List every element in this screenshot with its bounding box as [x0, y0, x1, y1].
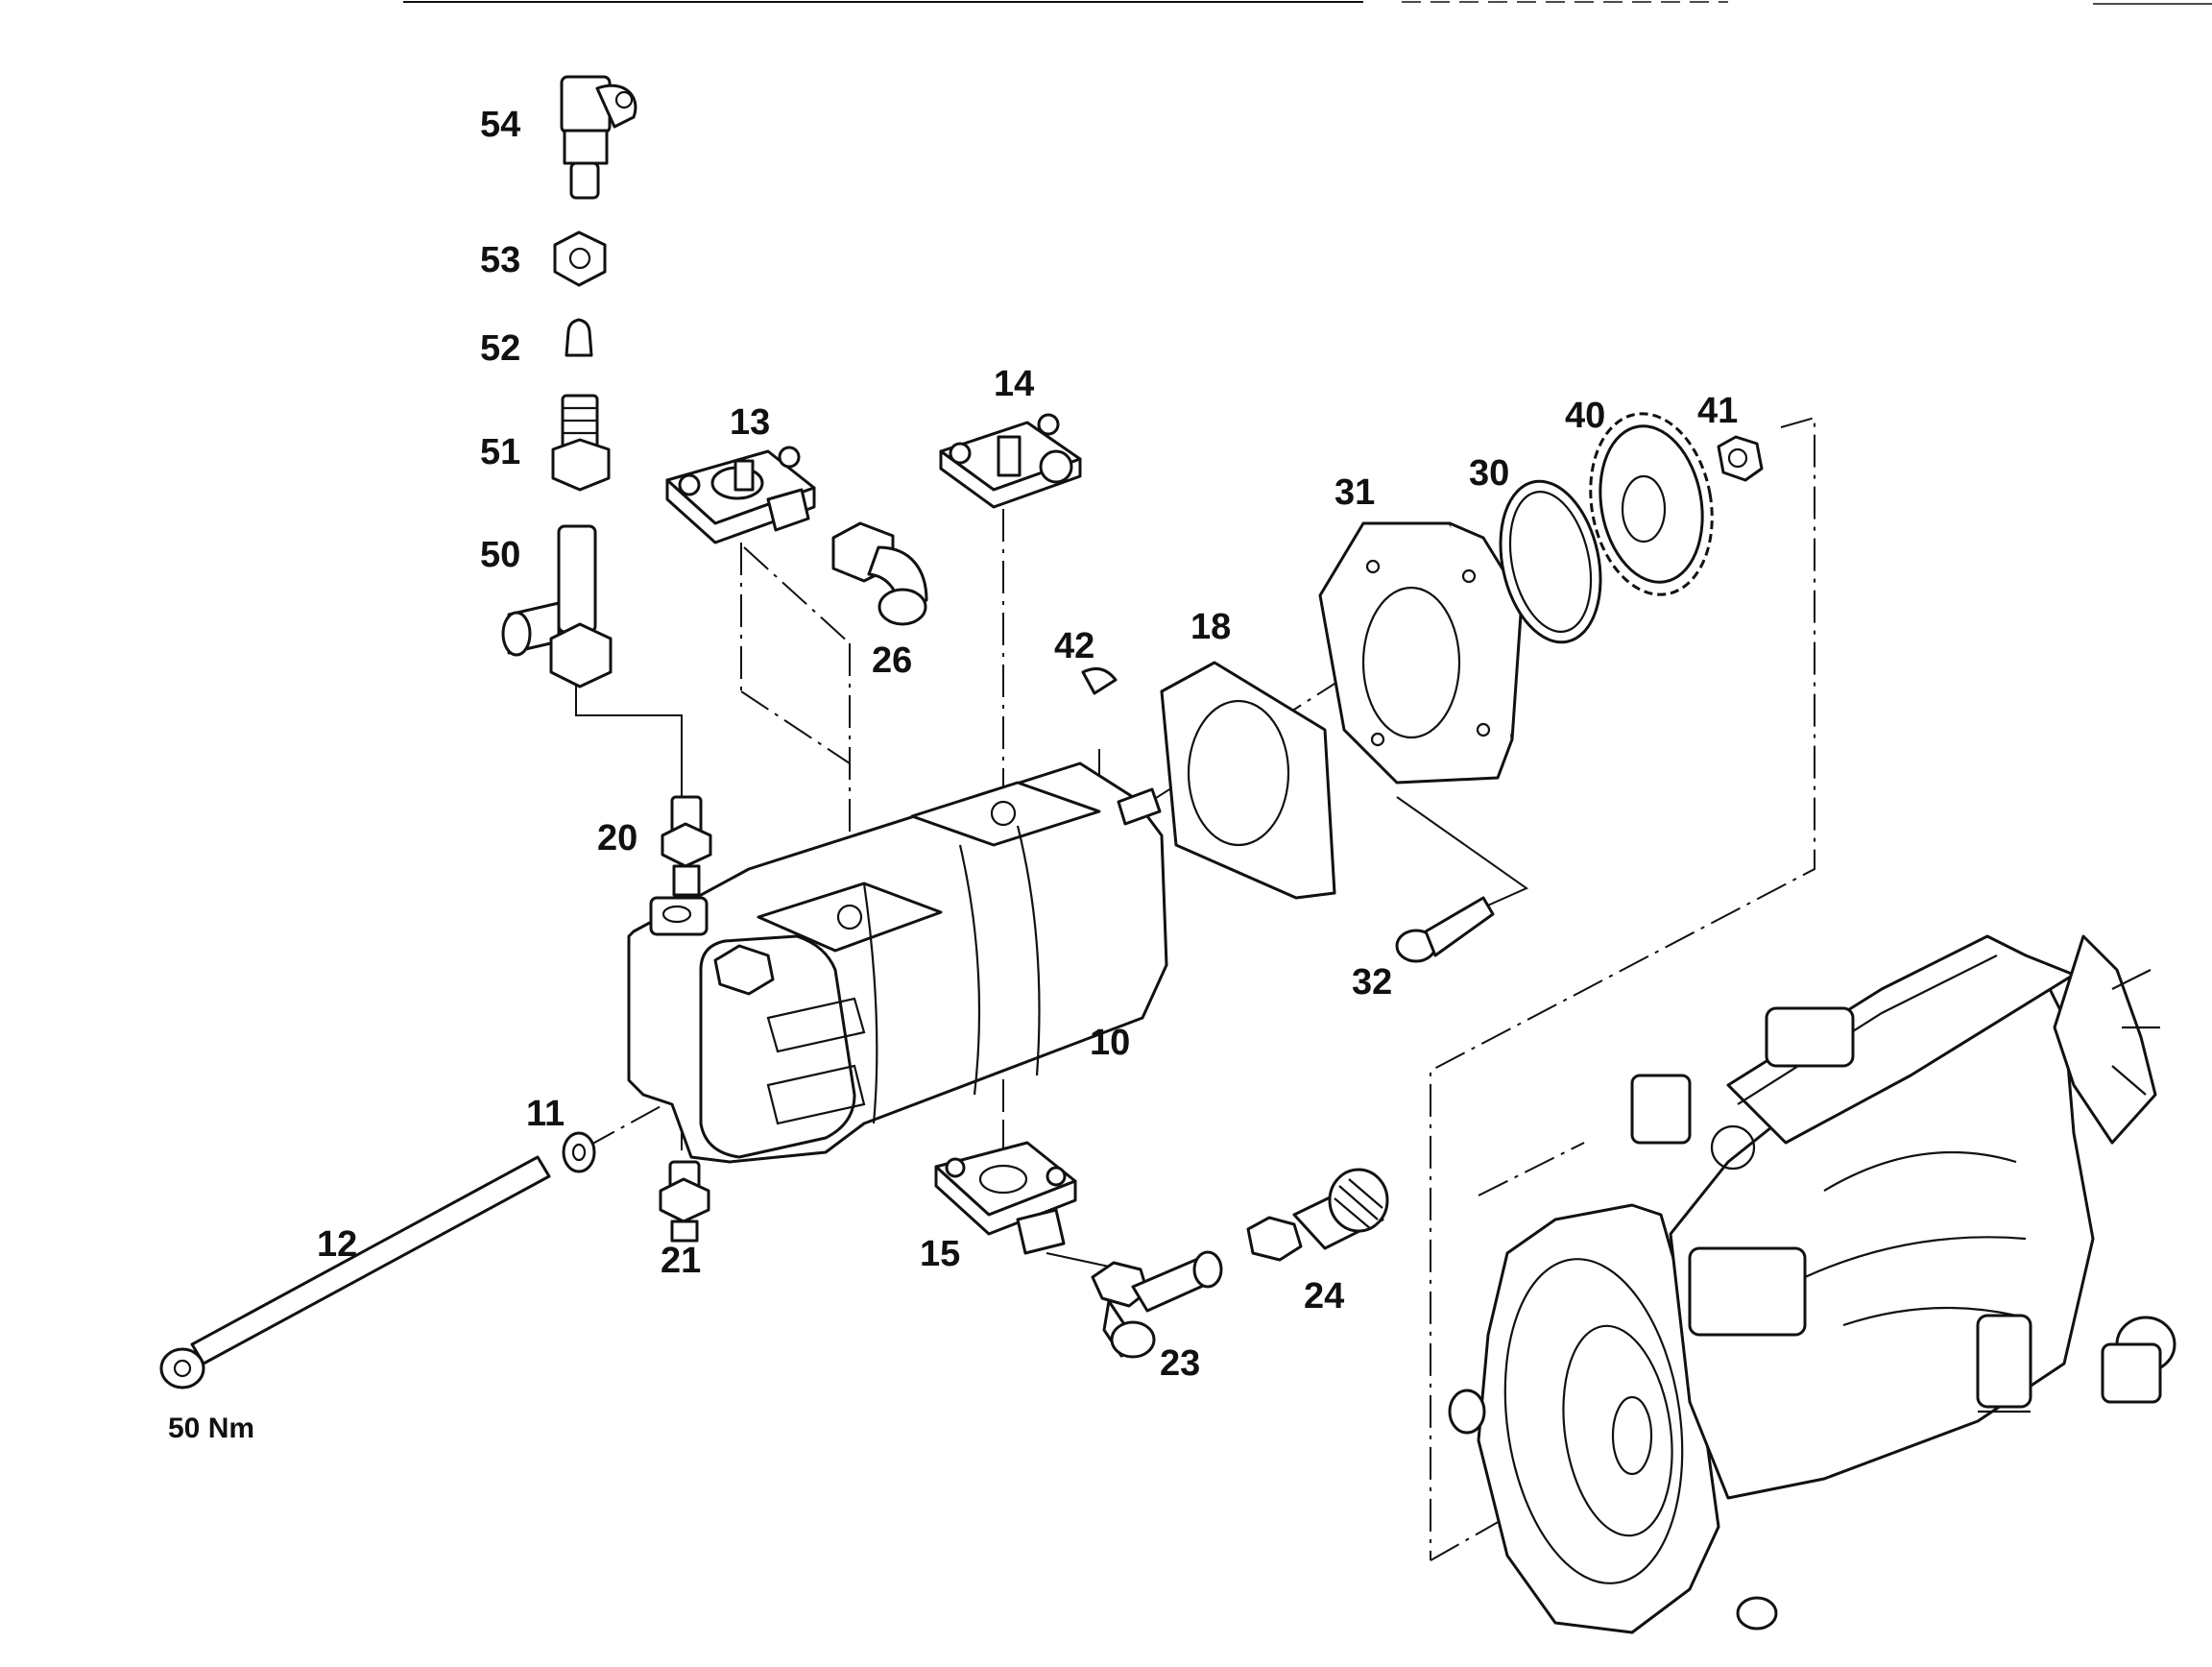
- callout-41: 41: [1697, 391, 1738, 431]
- nut-41: [1717, 435, 1764, 482]
- flange-14: [939, 413, 1082, 509]
- callout-51: 51: [480, 432, 520, 472]
- callout-14: 14: [994, 364, 1034, 404]
- callout-11: 11: [526, 1094, 565, 1134]
- gear-40: [1589, 412, 1714, 596]
- scan-top-edge: [403, 1, 2212, 5]
- ferrule-52: [565, 318, 593, 357]
- engine-illustration: [1448, 934, 2176, 1634]
- gasket-18: [1160, 661, 1336, 900]
- callout-52: 52: [480, 328, 520, 369]
- flange-13: [665, 446, 851, 764]
- elbow-fitting-26: [831, 521, 928, 626]
- callout-21: 21: [661, 1241, 701, 1281]
- long-bolt-12: [159, 1155, 551, 1389]
- hex-nut-53: [553, 230, 607, 287]
- filter-24: [1246, 1168, 1389, 1262]
- callout-30: 30: [1469, 453, 1509, 494]
- callout-53: 53: [480, 240, 520, 280]
- housing-31: [1318, 521, 1524, 785]
- callout-26: 26: [872, 640, 912, 681]
- fitting-21: [659, 1160, 710, 1243]
- woodruff-key-42: [1081, 666, 1118, 695]
- o-ring-30: [1499, 479, 1602, 644]
- callout-13: 13: [730, 402, 770, 443]
- washer-11: [562, 1131, 596, 1173]
- flange-15: [934, 1141, 1077, 1255]
- callout-23: 23: [1160, 1343, 1200, 1384]
- callout-12: 12: [317, 1224, 357, 1265]
- tee-fitting-50: [501, 524, 613, 715]
- bolt-32: [1395, 896, 1495, 963]
- callout-32: 32: [1352, 962, 1392, 1003]
- hydraulic-pump-10: [627, 761, 1168, 1164]
- callout-42: 42: [1054, 626, 1094, 666]
- fitting-20: [661, 795, 712, 897]
- callout-20: 20: [597, 818, 637, 858]
- callout-54: 54: [480, 105, 520, 145]
- sensor-part-54: [560, 75, 637, 200]
- callout-10: 10: [1090, 1023, 1130, 1063]
- callout-18: 18: [1190, 607, 1231, 647]
- elbow-fitting-23: [1091, 1250, 1223, 1359]
- connector-51: [551, 394, 611, 492]
- callout-40: 40: [1565, 396, 1605, 436]
- callout-labels: 54 53 52 51 50 13 14 26 42 18 31 30 40 4…: [168, 105, 1738, 1444]
- callout-24: 24: [1304, 1276, 1344, 1317]
- callout-15: 15: [920, 1234, 960, 1274]
- callout-50: 50: [480, 535, 520, 575]
- torque-note: 50 Nm: [168, 1413, 254, 1444]
- callout-31: 31: [1334, 472, 1375, 513]
